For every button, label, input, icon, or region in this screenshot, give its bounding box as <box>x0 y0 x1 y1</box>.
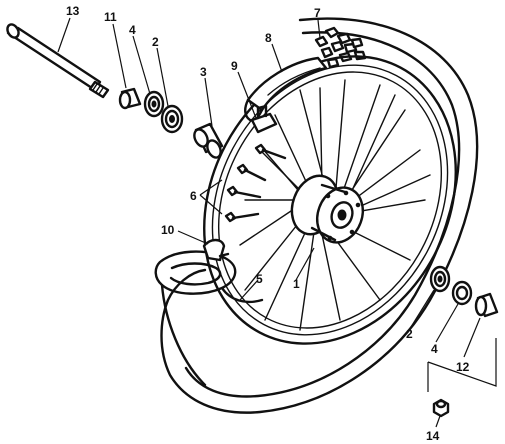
callout-3: 3 <box>200 65 207 79</box>
left-oil-seal <box>143 90 165 118</box>
right-oil-seal <box>451 280 473 306</box>
callout-7: 7 <box>314 6 321 20</box>
right-bearing <box>429 265 451 293</box>
callout-2-right: 2 <box>406 327 413 341</box>
callout-5: 5 <box>256 272 263 286</box>
leader-lines <box>57 17 481 428</box>
callout-14: 14 <box>426 429 440 443</box>
spacer <box>193 122 224 159</box>
callout-13: 11 <box>104 10 117 24</box>
callout-11: 13 <box>66 4 80 18</box>
callout-8: 8 <box>265 31 272 45</box>
rim <box>203 55 457 345</box>
tube-valve <box>250 104 278 134</box>
axle-nut <box>432 398 450 418</box>
callouts: 13 11 4 2 3 9 8 7 6 10 5 1 2 4 12 14 <box>66 4 470 443</box>
callout-4-left: 4 <box>129 23 136 37</box>
callout-2-left: 2 <box>152 35 159 49</box>
callout-4-right: 4 <box>431 342 438 356</box>
callout-12: 12 <box>456 360 470 374</box>
nut-bracket <box>427 338 497 392</box>
hub <box>290 174 364 244</box>
callout-9: 9 <box>231 59 238 73</box>
axle <box>6 23 110 99</box>
callout-1: 1 <box>293 277 300 291</box>
tire <box>154 17 479 414</box>
rim-band <box>244 56 328 122</box>
left-bearing <box>160 104 184 134</box>
spokes <box>239 79 431 331</box>
callout-10: 10 <box>161 223 175 237</box>
right-collar <box>474 292 499 318</box>
bolts <box>224 143 287 223</box>
left-collar <box>118 87 142 110</box>
callout-6: 6 <box>190 189 197 203</box>
